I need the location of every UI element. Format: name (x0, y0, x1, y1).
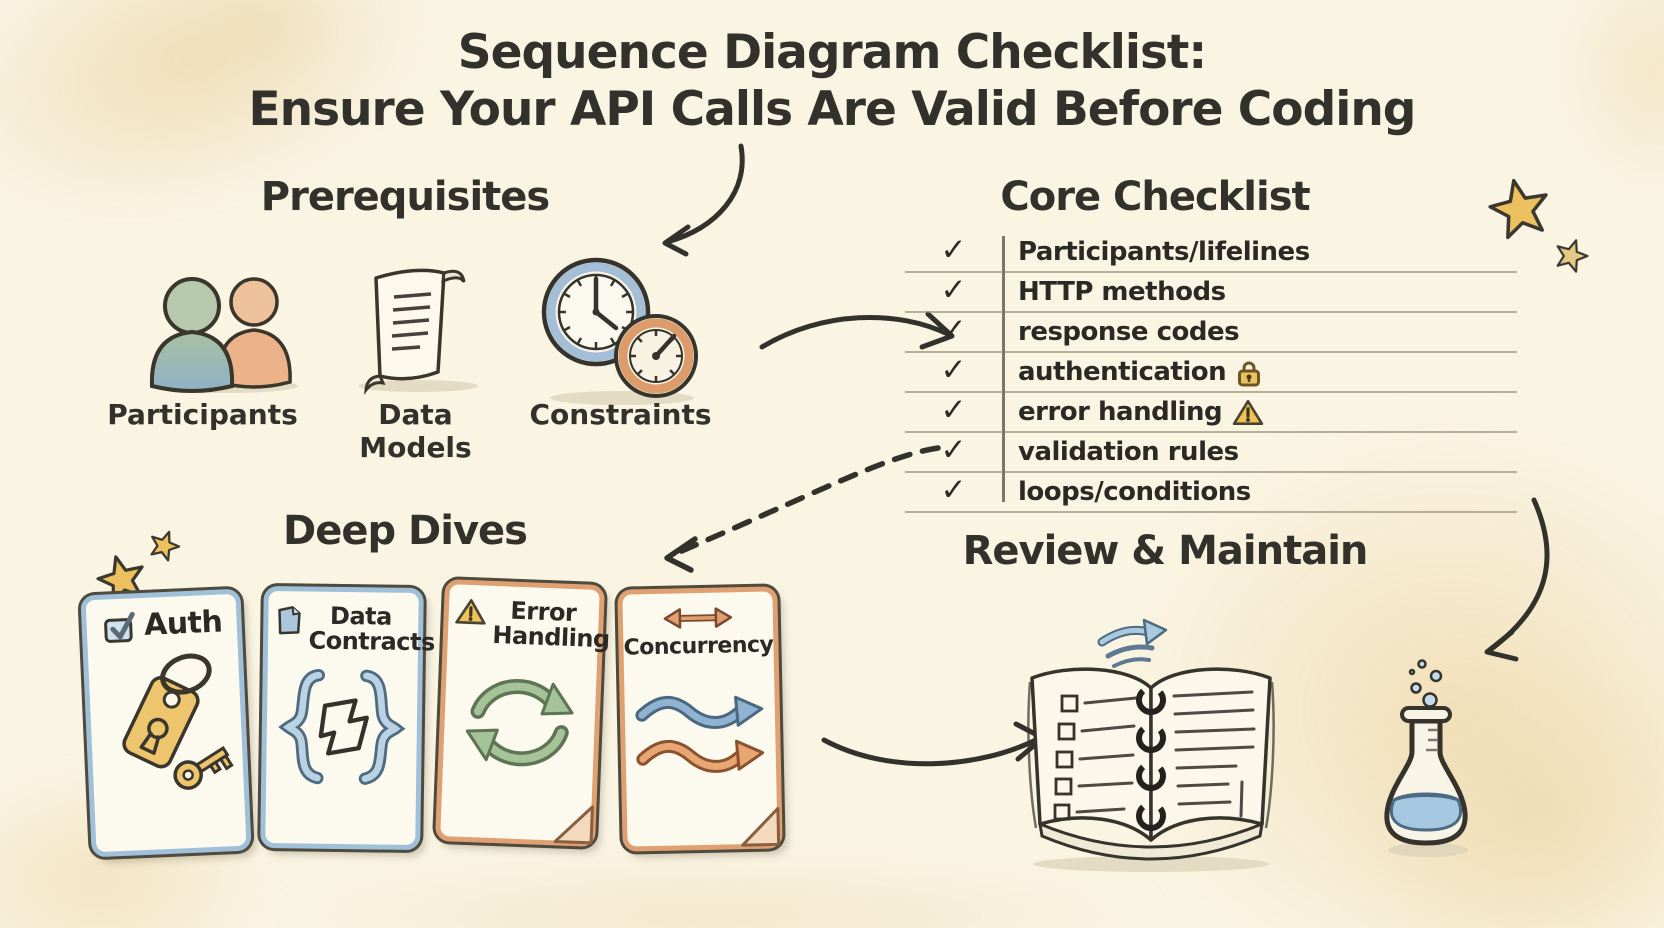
review-maintain-heading: Review & Maintain (962, 528, 1369, 574)
prerequisite-label-data-models: Data Models (359, 398, 472, 464)
notebook-lines (1075, 690, 1256, 818)
checklist-item-label: validation rules (1018, 437, 1239, 467)
sync-arrow-icon (1097, 618, 1168, 668)
lock-icon (1238, 361, 1261, 386)
prerequisite-label-constraints: Constraints (529, 398, 712, 431)
retry-cycle-arrows-icon (465, 679, 574, 767)
deep-dives-heading: Deep Dives (283, 508, 528, 554)
check-icon: ✓ (940, 272, 967, 308)
core-checklist-list: ✓ Participants/lifelines ✓ HTTP methods … (905, 232, 1517, 513)
notebook-checklist-icon (1027, 667, 1275, 872)
clock-gauge-icon (541, 257, 698, 405)
core-checklist-heading: Core Checklist (1000, 174, 1310, 220)
checkbox-icon (104, 611, 136, 643)
star-icon (1556, 239, 1589, 273)
card-auth: Auth (80, 588, 252, 858)
arrow-core-checklist-to-flask (1484, 497, 1550, 662)
stars-left-decoration (96, 530, 181, 605)
flask-ticks (1426, 728, 1438, 752)
card-auth-header: Auth (94, 604, 229, 646)
flask-icon (1384, 659, 1468, 857)
bubbles (1408, 659, 1443, 708)
card-concurrency: Concurrency (617, 586, 783, 852)
checklist-row: ✓ HTTP methods (905, 272, 1517, 313)
checklist-row: ✓ error handling (905, 392, 1517, 433)
check-icon: ✓ (940, 472, 967, 508)
card-label: Concurrency (623, 632, 774, 661)
check-icon: ✓ (940, 232, 967, 268)
checklist-divider-line (1002, 236, 1005, 502)
card-concurrency-header: Concurrency (617, 603, 780, 661)
people-icon (149, 277, 298, 393)
checklist-row: ✓ authentication (905, 352, 1517, 393)
card-label: Data Contracts (308, 601, 435, 657)
card-data-contracts-header: Data Contracts (267, 601, 435, 657)
checklist-item-label: error handling (1018, 397, 1223, 427)
card-error-handling: Error Handling (435, 579, 611, 847)
card-data-contracts: Data Contracts (260, 585, 435, 851)
check-icon: ✓ (940, 352, 967, 388)
prerequisite-label-participants: Participants (107, 398, 298, 431)
check-icon: ✓ (940, 312, 967, 348)
checklist-item-label: loops/conditions (1018, 477, 1251, 507)
check-icon: ✓ (940, 432, 967, 468)
card-label: Auth (143, 604, 224, 643)
page-title: Sequence Diagram Checklist: Ensure Your … (0, 24, 1664, 139)
arrow-core-checklist-to-deep-dives (664, 445, 941, 573)
checklist-row: ✓ response codes (905, 312, 1517, 353)
check-icon: ✓ (940, 392, 967, 428)
star-icon (96, 555, 144, 605)
parallel-wavy-arrows-icon (635, 695, 765, 773)
folded-corner (553, 805, 594, 845)
card-error-handling-header: Error Handling (447, 596, 611, 654)
tag-and-key-icon (122, 653, 234, 790)
arrow-title-to-prerequisites (662, 143, 745, 257)
title-line-2: Ensure Your API Calls Are Valid Before C… (248, 82, 1417, 138)
double-arrow-icon (663, 607, 733, 629)
notebook-checkboxes (1053, 694, 1079, 821)
checklist-item-label: response codes (1018, 317, 1240, 347)
checklist-row: ✓ loops/conditions (905, 472, 1517, 513)
prerequisites-heading: Prerequisites (260, 174, 550, 220)
checklist-item-label: HTTP methods (1018, 277, 1226, 307)
json-braces-icon (278, 669, 406, 786)
warning-icon (1232, 399, 1264, 425)
star-icon (150, 530, 181, 562)
folded-corner (741, 806, 781, 847)
star-icon (1488, 178, 1548, 240)
arrow-constraints-to-core-checklist (759, 311, 955, 350)
warning-icon (454, 598, 486, 625)
checklist-item-label: authentication (1018, 357, 1227, 387)
document-icon (277, 606, 301, 635)
card-label: Error Handling (491, 596, 611, 654)
checklist-row: ✓ Participants/lifelines (905, 232, 1517, 273)
scroll-icon (358, 268, 478, 395)
title-line-1: Sequence Diagram Checklist: (457, 25, 1207, 80)
stars-right-decoration (1488, 178, 1589, 273)
checklist-row: ✓ validation rules (905, 432, 1517, 473)
checklist-item-label: Participants/lifelines (1018, 237, 1310, 267)
